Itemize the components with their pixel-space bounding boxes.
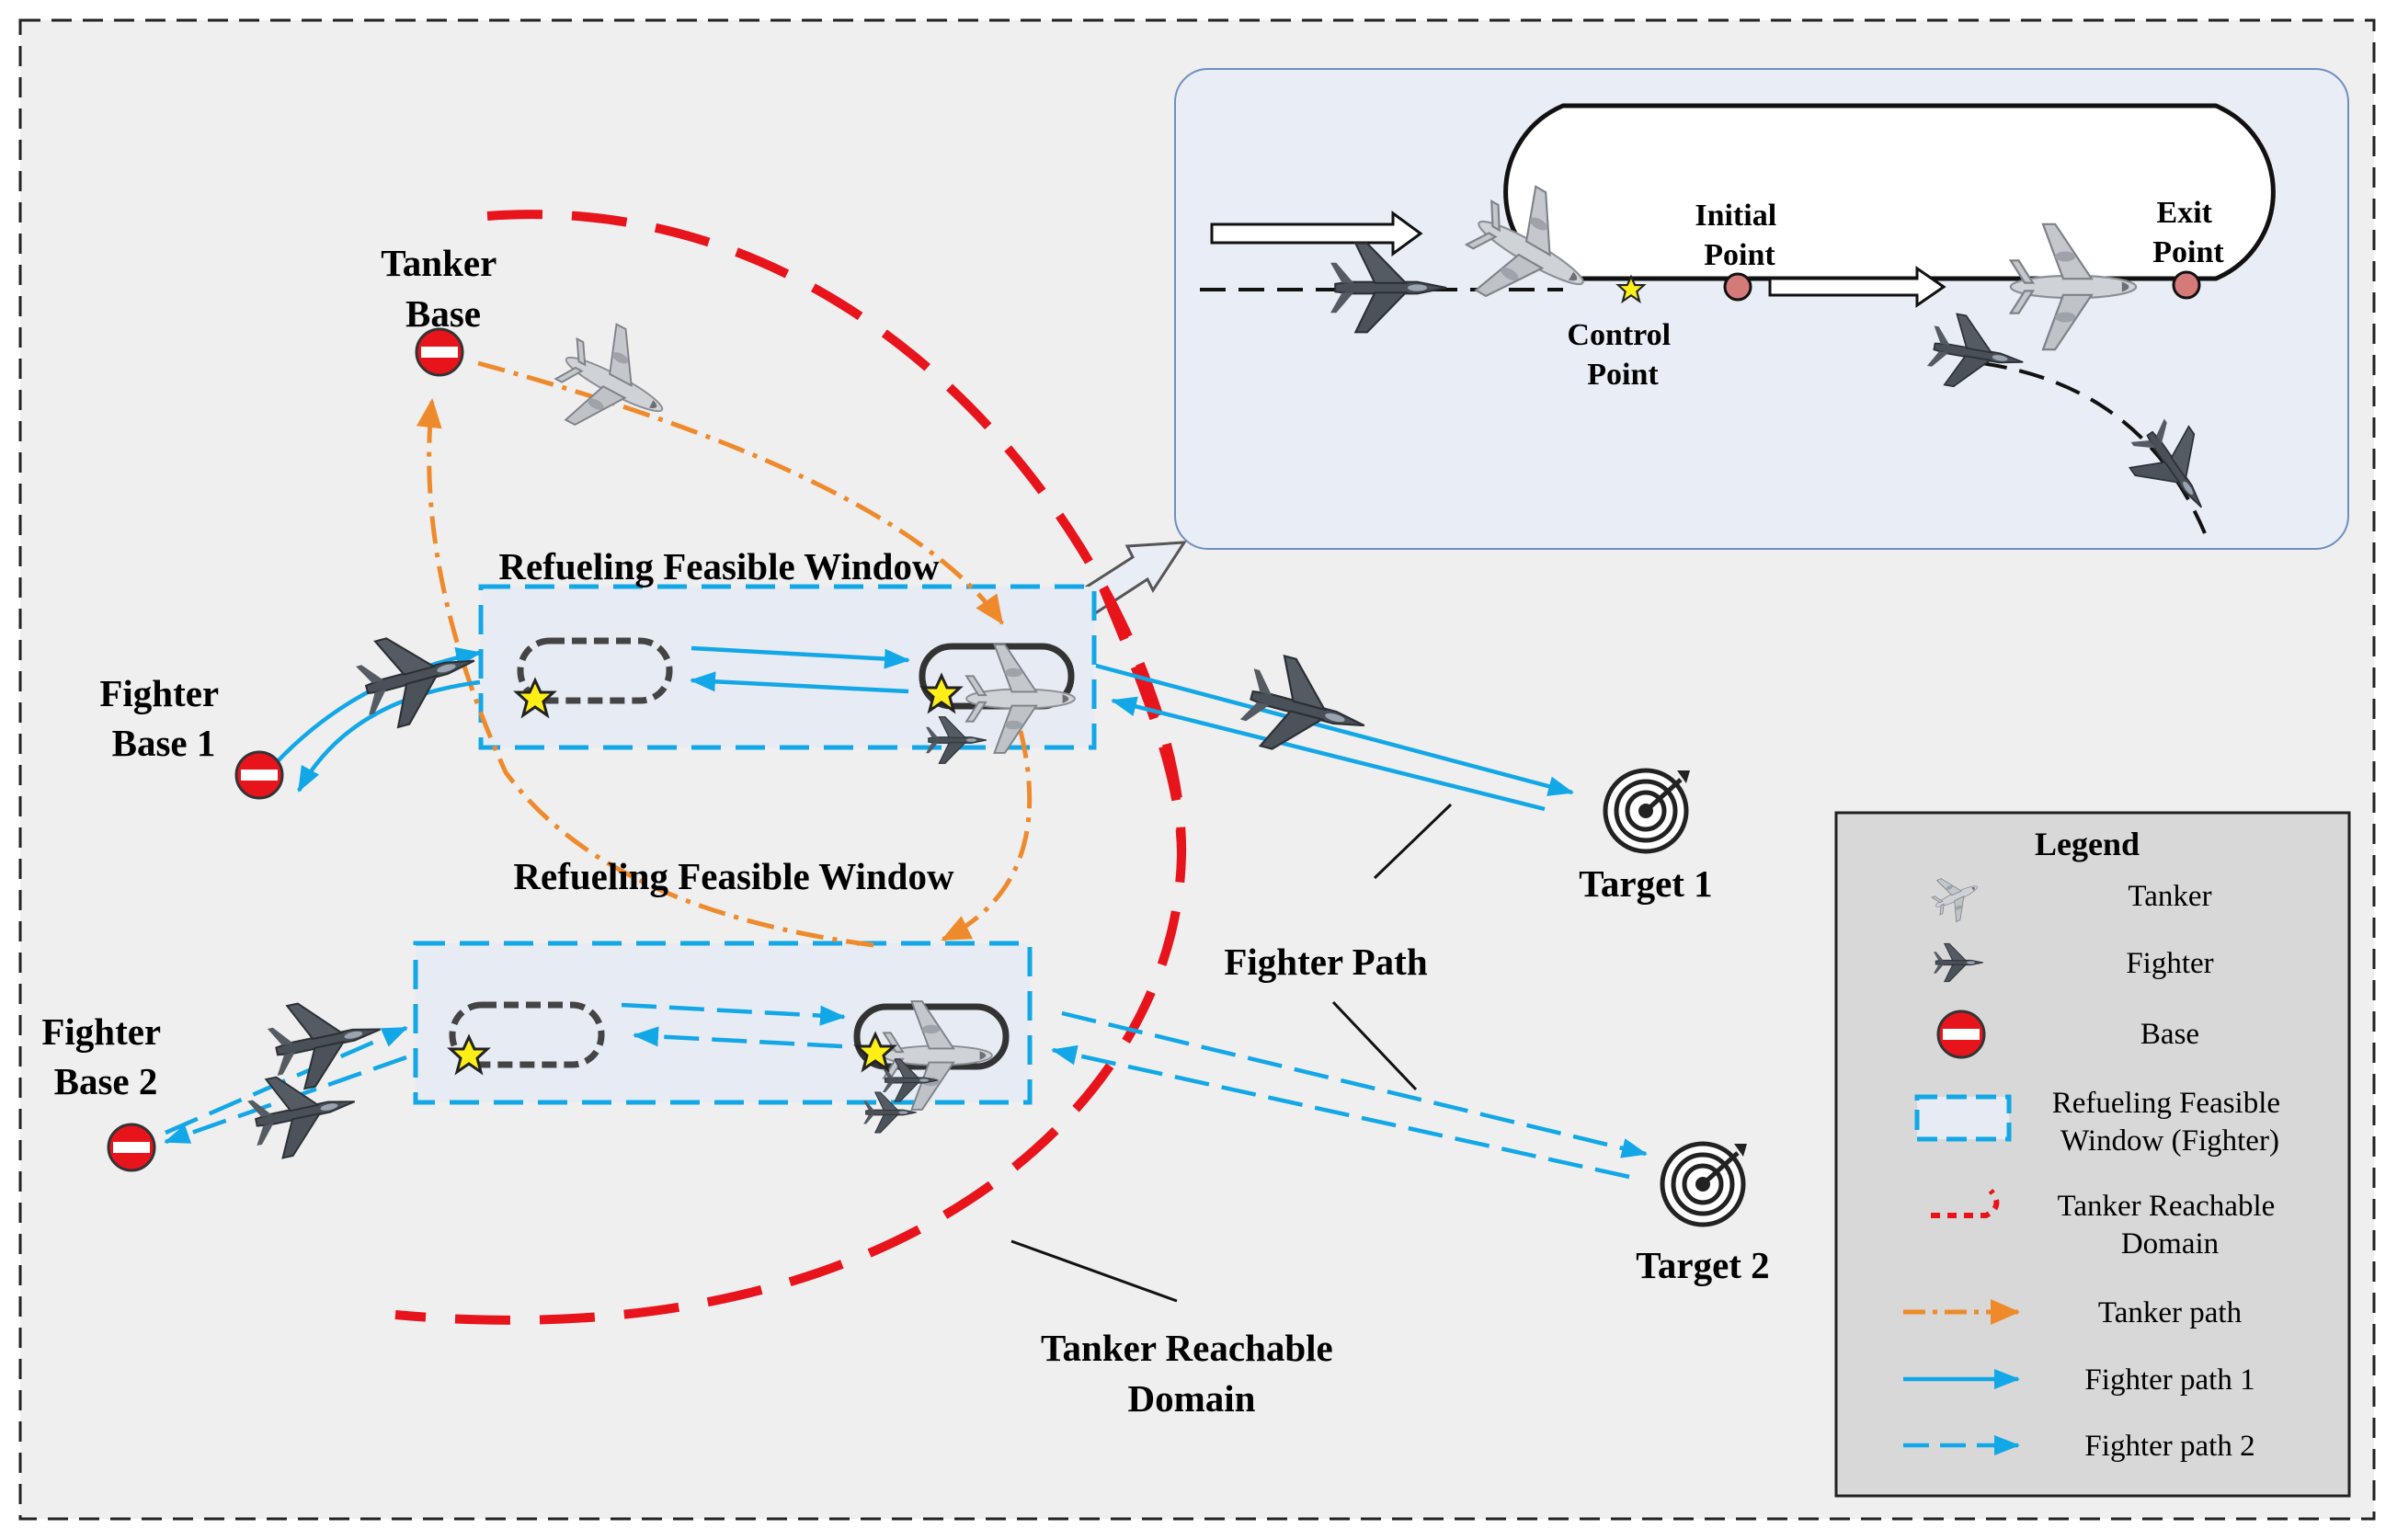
fighter-base-1-label-1: Fighter bbox=[99, 672, 219, 714]
initial-point-marker bbox=[1723, 272, 1752, 302]
fighter-base-2-label-1: Fighter bbox=[41, 1010, 161, 1053]
legend-label-fighter-path-2: Fighter path 2 bbox=[2084, 1430, 2254, 1463]
exit-point-label-2: Point bbox=[2152, 235, 2224, 269]
legend-base-icon bbox=[1936, 1010, 1986, 1059]
fighter-base-2-label-2: Base 2 bbox=[54, 1060, 158, 1102]
legend-title: Legend bbox=[2035, 826, 2140, 862]
tanker-domain-label-2: Domain bbox=[1128, 1377, 1256, 1420]
svg-text:Tanker Reachable Domain: Tanker Reachable Domain bbox=[1041, 1327, 1342, 1420]
target-1-label: Target 1 bbox=[1579, 862, 1712, 905]
initial-point-label-1: Initial bbox=[1695, 199, 1776, 233]
fighter-base-2-icon bbox=[107, 1123, 156, 1172]
tanker-base-label-1: Tanker bbox=[381, 242, 497, 284]
control-point-label-1: Control bbox=[1567, 318, 1671, 352]
legend-label-fighter-path-1: Fighter path 1 bbox=[2084, 1363, 2254, 1397]
tanker-base-icon bbox=[415, 327, 464, 377]
target-1-icon bbox=[1605, 770, 1690, 851]
initial-point-label-2: Point bbox=[1704, 238, 1775, 272]
fighter-base-1-label-2: Base 1 bbox=[112, 722, 216, 764]
tanker-base-label-2: Base bbox=[405, 292, 481, 335]
fighter-base-1-icon bbox=[234, 750, 284, 800]
tanker-domain-label-1: Tanker Reachable bbox=[1041, 1327, 1333, 1369]
target-2-icon bbox=[1662, 1144, 1747, 1225]
legend-label-domain-2: Domain bbox=[2121, 1227, 2219, 1261]
legend-label-tanker: Tanker bbox=[2128, 880, 2211, 913]
control-point-label-2: Point bbox=[1587, 358, 1659, 392]
legend-domain-icon bbox=[1931, 1189, 2000, 1218]
legend-label-window-1: Refueling Feasible bbox=[2052, 1087, 2280, 1120]
svg-text:Refueling Feasible Windo: Refueling Feasible Window (Fighter) bbox=[2052, 1087, 2289, 1158]
svg-text:Fighter Base 1: Fighter Base 1 bbox=[99, 672, 227, 764]
inset-panel: Initial Point Exit Point Control Point bbox=[1174, 68, 2349, 550]
exit-point-marker bbox=[2172, 270, 2201, 300]
svg-text:Initial Point: Initial Point bbox=[1695, 199, 1784, 272]
svg-text:Tanker Base: Tanker Base bbox=[381, 242, 506, 335]
legend-window-icon bbox=[1914, 1094, 2012, 1142]
svg-text:Control Point: Control Point bbox=[1567, 318, 1678, 392]
fighter-path-label: Fighter Path bbox=[1224, 941, 1427, 983]
legend-label-base: Base bbox=[2140, 1018, 2199, 1051]
refueling-window-top-label: Refueling Feasible Window bbox=[498, 545, 940, 587]
refueling-window-bottom-label: Refueling Feasible Window bbox=[513, 855, 954, 897]
svg-text:Exit Point: Exit Point bbox=[2152, 196, 2224, 269]
target-2-label: Target 2 bbox=[1636, 1244, 1769, 1286]
legend-label-fighter: Fighter bbox=[2126, 947, 2213, 980]
exit-point-label-1: Exit bbox=[2157, 196, 2213, 230]
svg-text:Fighter Base 2: Fighter Base 2 bbox=[41, 1010, 169, 1102]
svg-text:Tanker Reachable Domain: Tanker Reachable Domain bbox=[2057, 1190, 2282, 1261]
legend-label-window-2: Window (Fighter) bbox=[2060, 1124, 2279, 1158]
legend-label-tanker-path: Tanker path bbox=[2098, 1296, 2243, 1329]
legend-label-domain-1: Tanker Reachable bbox=[2057, 1190, 2275, 1223]
legend: Legend Tanker Fighter Base Refueling Fea… bbox=[1834, 811, 2351, 1498]
